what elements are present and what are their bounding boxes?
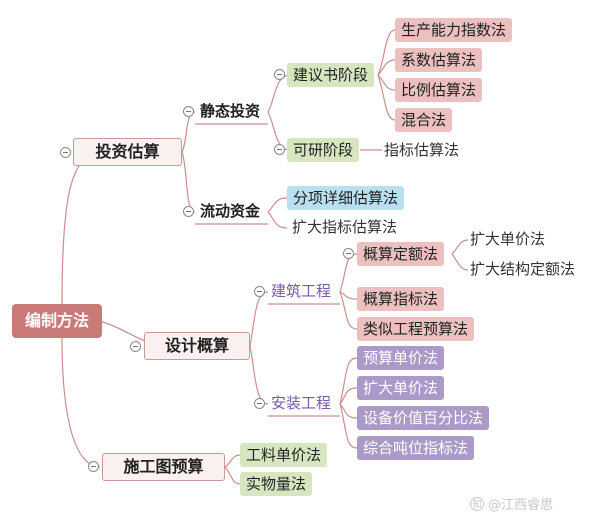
- node-quota-method[interactable]: 概算定额法: [357, 242, 445, 266]
- collapse-toggle-building[interactable]: [254, 286, 265, 297]
- link-quota-1: [451, 239, 469, 255]
- link-proposal-4: [377, 74, 396, 121]
- building-item-index[interactable]: 概算指标法: [357, 287, 445, 311]
- collapse-toggle-working[interactable]: [183, 206, 194, 217]
- link-proposal-2: [377, 59, 396, 76]
- building-item-similar[interactable]: 类似工程预算法: [357, 317, 475, 341]
- node-proposal-stage[interactable]: 建议书阶段: [287, 63, 375, 87]
- installation-item-1[interactable]: 预算单价法: [357, 346, 445, 370]
- node-design-estimate[interactable]: 设计概算: [144, 332, 250, 360]
- proposal-item-4[interactable]: 混合法: [395, 108, 453, 132]
- link-proposal-3: [377, 74, 396, 91]
- node-static-investment[interactable]: 静态投资: [200, 102, 261, 120]
- working-capital-item-2[interactable]: 扩大指标估算法: [292, 218, 398, 236]
- link-design-installation: [249, 345, 269, 405]
- collapse-toggle-proposal[interactable]: [274, 69, 285, 80]
- collapse-toggle-static[interactable]: [183, 106, 194, 117]
- node-working-capital[interactable]: 流动资金: [200, 202, 261, 220]
- watermark-logo-icon: 知: [470, 496, 484, 511]
- link-building-similar: [339, 291, 358, 330]
- link-root-investment: [61, 151, 101, 305]
- watermark: 知 @江西睿思: [470, 494, 553, 513]
- link-budget-1: [224, 454, 241, 468]
- link-installation-3: [339, 403, 358, 419]
- installation-item-3[interactable]: 设备价值百分比法: [357, 406, 490, 430]
- budget-item-1[interactable]: 工料单价法: [240, 443, 328, 467]
- link-installation-1: [339, 357, 358, 405]
- collapse-toggle-installation[interactable]: [254, 398, 265, 409]
- link-building-index: [339, 291, 358, 300]
- budget-item-2[interactable]: 实物量法: [240, 472, 313, 496]
- link-static-proposal: [267, 74, 291, 113]
- link-proposal-1: [377, 29, 396, 76]
- link-root-budget: [61, 337, 101, 468]
- watermark-name: 江西睿思: [501, 498, 554, 513]
- collapse-toggle-feasibility[interactable]: [274, 144, 285, 155]
- link-static-feasibility: [267, 111, 291, 151]
- link-design-building: [249, 291, 269, 347]
- link-investment-working: [181, 151, 196, 213]
- node-construction-budget[interactable]: 施工图预算: [102, 453, 225, 481]
- collapse-toggle-design[interactable]: [130, 341, 141, 352]
- root-node[interactable]: 编制方法: [12, 304, 102, 338]
- link-budget-2: [224, 466, 241, 485]
- quota-item-2[interactable]: 扩大结构定额法: [470, 260, 576, 278]
- node-installation-works[interactable]: 安装工程: [271, 394, 332, 412]
- watermark-text: @江西睿思: [488, 498, 554, 513]
- link-working-1: [267, 197, 288, 213]
- node-feasibility-stage[interactable]: 可研阶段: [287, 138, 360, 162]
- collapse-toggle-budget[interactable]: [88, 461, 99, 472]
- link-installation-4: [339, 403, 358, 449]
- working-capital-item-1[interactable]: 分项详细估算法: [287, 186, 405, 210]
- link-quota-2: [451, 253, 469, 271]
- node-building-works[interactable]: 建筑工程: [271, 282, 332, 300]
- collapse-toggle-quota[interactable]: [343, 248, 354, 259]
- proposal-item-3[interactable]: 比例估算法: [395, 78, 483, 102]
- collapse-toggle-investment[interactable]: [60, 147, 71, 158]
- proposal-item-2[interactable]: 系数估算法: [395, 48, 483, 72]
- feasibility-item[interactable]: 指标估算法: [384, 141, 460, 159]
- installation-item-2[interactable]: 扩大单价法: [357, 376, 445, 400]
- installation-item-4[interactable]: 综合吨位指标法: [357, 436, 475, 460]
- proposal-item-1[interactable]: 生产能力指数法: [395, 18, 513, 42]
- quota-item-1[interactable]: 扩大单价法: [470, 230, 546, 248]
- link-investment-static: [181, 111, 196, 153]
- link-working-2: [267, 211, 288, 229]
- link-installation-2: [339, 387, 358, 405]
- link-building-quota: [339, 253, 358, 293]
- node-investment-estimate[interactable]: 投资估算: [73, 138, 182, 166]
